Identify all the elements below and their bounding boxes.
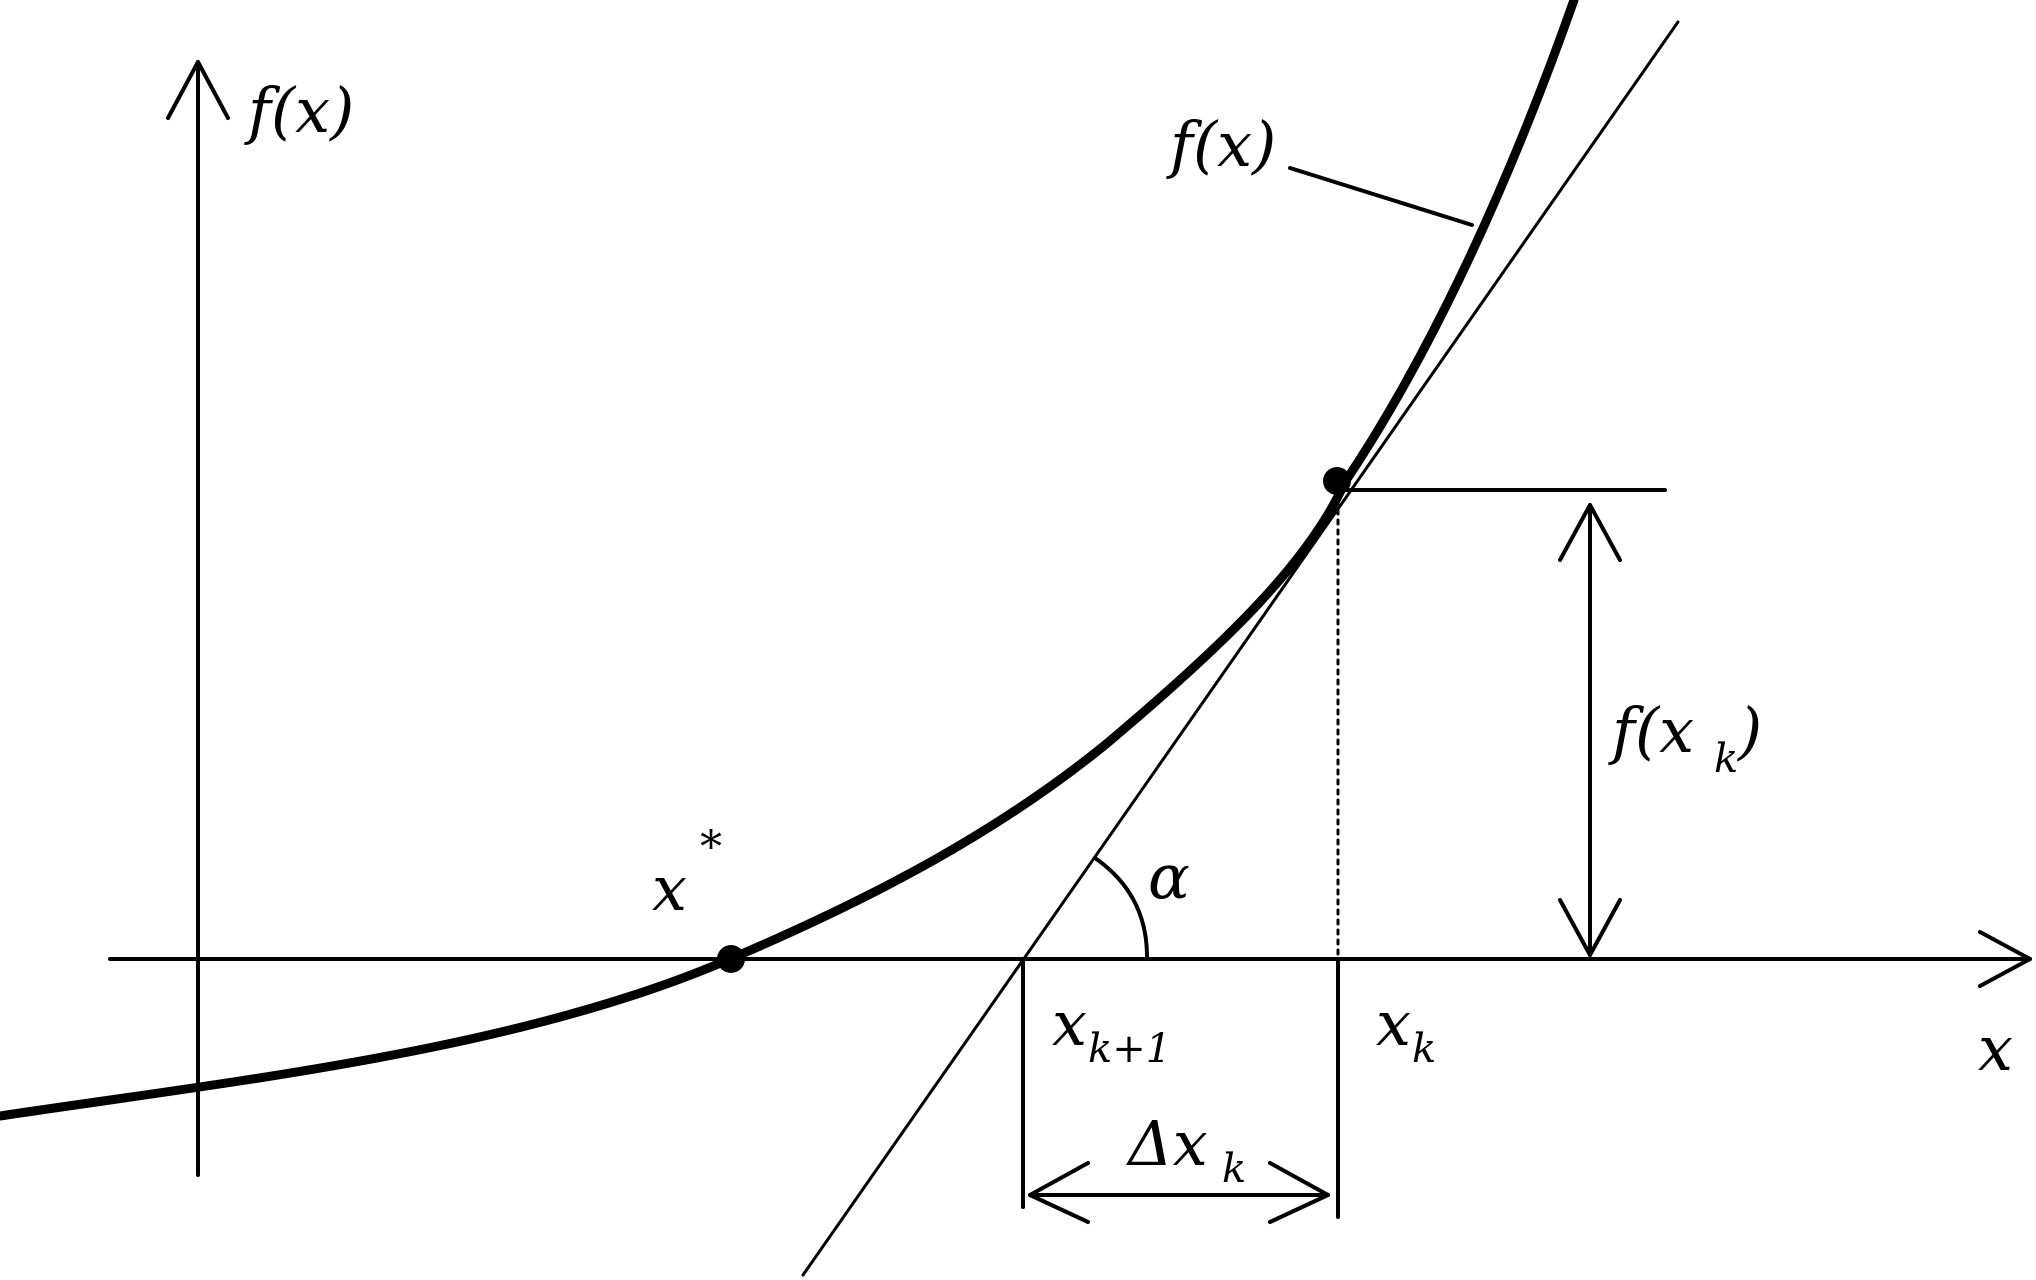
root-label: x xyxy=(652,852,687,925)
x-axis-label: x xyxy=(1978,1012,2013,1085)
fxk-arrow-head-bottom xyxy=(1558,898,1622,957)
xk-label: x xyxy=(1376,987,1411,1060)
current-point xyxy=(1323,467,1351,495)
angle-arc xyxy=(1093,856,1150,961)
xk-label-sub: k xyxy=(1412,1026,1436,1072)
fxk-label-sub: k xyxy=(1714,736,1738,782)
delta-label-sub: k xyxy=(1222,1146,1246,1192)
fxk-arrow-head-top xyxy=(1558,503,1622,562)
x-next-label: x xyxy=(1052,987,1087,1060)
delta-label: Δx xyxy=(1126,1107,1208,1180)
curve-label-leader xyxy=(1288,166,1474,227)
fxk-label: f(x xyxy=(1608,694,1694,767)
y-axis-arrowhead xyxy=(166,60,230,120)
root-point xyxy=(717,945,745,973)
fxk-label-close: ) xyxy=(1736,694,1762,767)
tangent-line xyxy=(801,20,1680,1277)
delta-arrow-head-left xyxy=(1028,1161,1090,1224)
root-label-sup: * xyxy=(700,822,722,873)
curve-label: f(x) xyxy=(1166,108,1276,181)
x-next-label-sub: k+1 xyxy=(1088,1026,1171,1072)
delta-arrow-head-right xyxy=(1268,1161,1330,1224)
y-axis-label: f(x) xyxy=(244,74,354,147)
angle-label: α xyxy=(1148,840,1190,913)
x-axis-arrowhead xyxy=(1978,930,2032,988)
function-curve xyxy=(0,0,1579,1121)
